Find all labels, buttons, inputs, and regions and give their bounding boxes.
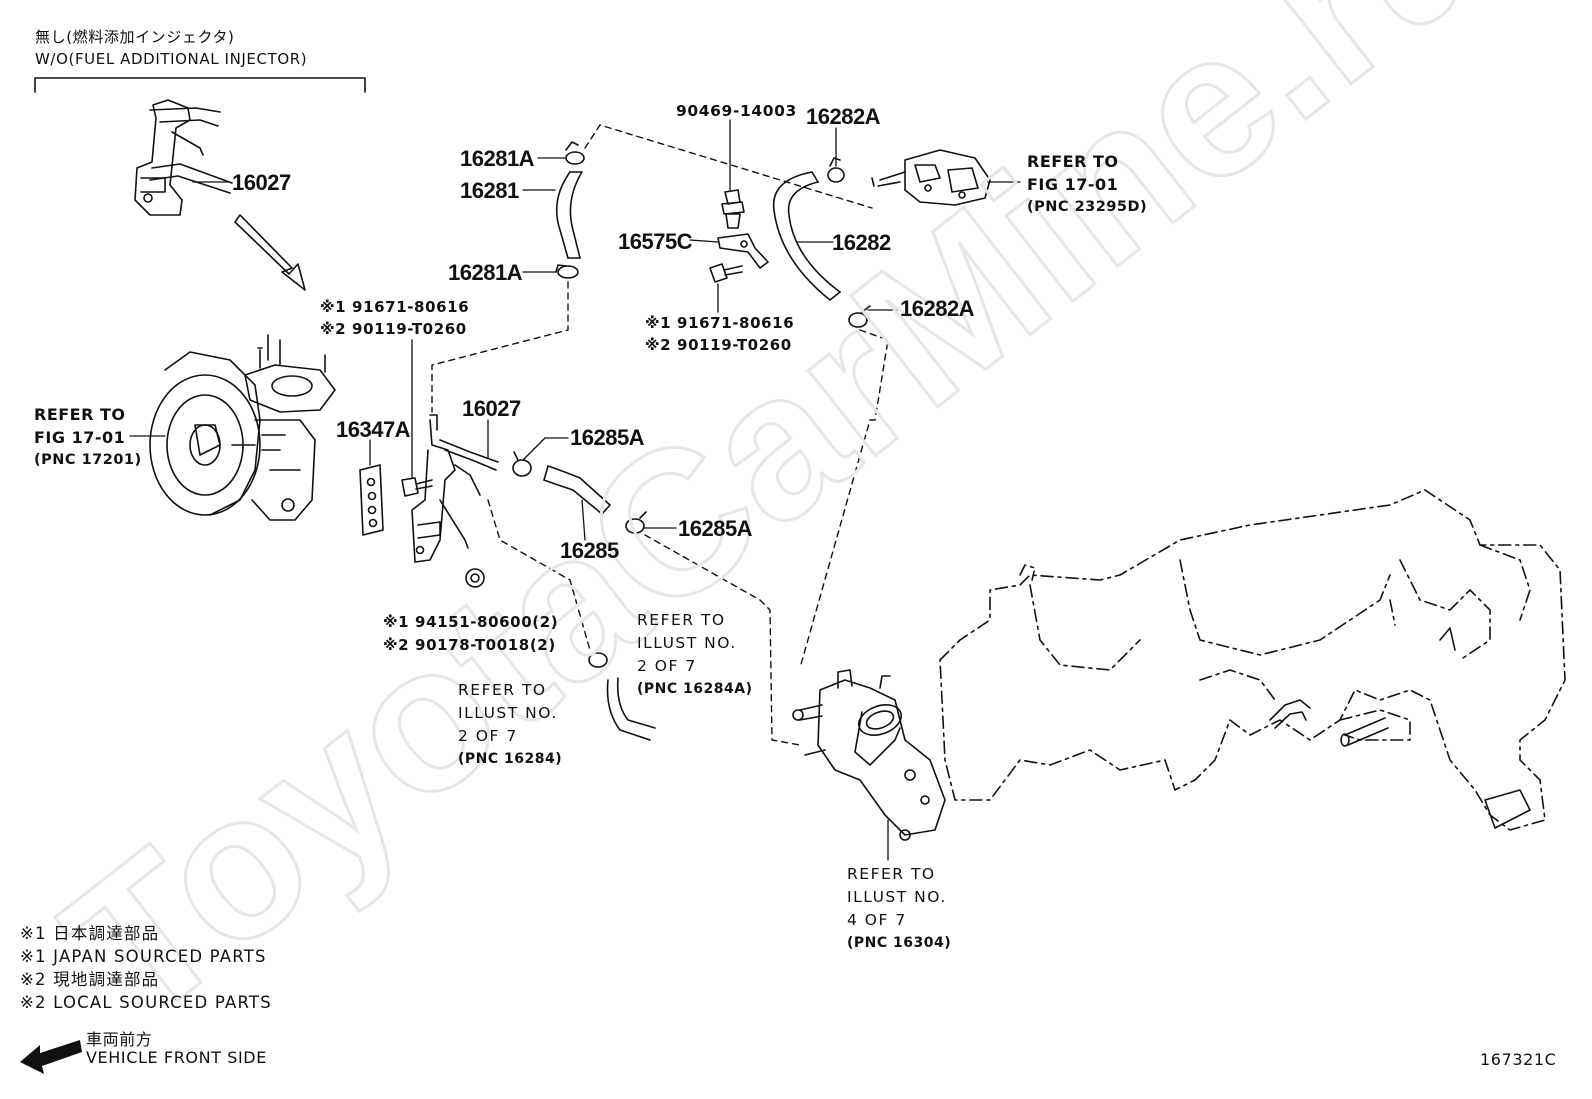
header-bracket [34, 77, 366, 93]
hose-16281 [555, 171, 583, 259]
engine-block-outline [939, 489, 1566, 831]
part-16281: 16281 [460, 178, 519, 203]
ref-illust-16284a: REFER TO ILLUST NO. 2 OF 7 (PNC 16284A) [637, 609, 752, 701]
pipe-bracket-16027-top [134, 99, 233, 216]
bolt-right-note-1: ※1 91671-80616 [645, 314, 795, 332]
ref-line: (PNC 16304) [847, 935, 952, 951]
legend-line-1: ※1 日本調達部品 [20, 924, 160, 943]
part-16281a-top: 16281A [460, 146, 535, 171]
nut-note-1: ※1 94151-80600(2) [383, 613, 559, 631]
ref-line: FIG 17-01 [34, 428, 126, 447]
legend-line-3: ※2 現地調達部品 [20, 970, 160, 989]
dashed-connections [431, 124, 889, 746]
bolt-left [401, 477, 433, 497]
clamp-16281a-top [565, 141, 585, 165]
ref-line: FIG 17-01 [1027, 175, 1119, 194]
bolt-right-note-2: ※2 90119-T0260 [645, 336, 792, 354]
component-23295d [871, 149, 991, 206]
clamp-16281a-mid [555, 264, 579, 279]
ref-line: (PNC 17201) [34, 452, 142, 468]
ref-line: ILLUST NO. [637, 634, 737, 652]
part-16575c: 16575C [618, 229, 693, 254]
ref-line: ILLUST NO. [847, 888, 947, 906]
bolt-left-note-1: ※1 91671-80616 [320, 298, 470, 316]
illustration-code: 167321C [1480, 1050, 1557, 1069]
part-16027-top: 16027 [232, 170, 291, 195]
legend-line-2: ※1 JAPAN SOURCED PARTS [20, 947, 267, 966]
ref-line: REFER TO [34, 405, 126, 424]
part-90469-14003: 90469-14003 [676, 102, 797, 120]
nut [465, 568, 485, 588]
ref-line: REFER TO [458, 681, 547, 699]
nut-note-2: ※2 90178-T0018(2) [383, 636, 556, 654]
part-16282: 16282 [832, 230, 891, 255]
valve-90469 [721, 189, 745, 229]
legend: ※1 日本調達部品 ※1 JAPAN SOURCED PARTS ※2 現地調達… [20, 922, 272, 1014]
part-16285a-top: 16285A [570, 425, 645, 450]
direction-arrow [234, 214, 306, 291]
ref-fig-17-01-right: REFER TO FIG 17-01 (PNC 23295D) [1027, 150, 1147, 219]
part-16281a-mid: 16281A [448, 260, 523, 285]
hose-16284 [588, 652, 656, 741]
ref-illust-16284: REFER TO ILLUST NO. 2 OF 7 (PNC 16284) [458, 679, 562, 771]
ref-line: REFER TO [1027, 152, 1119, 171]
legend-line-4: ※2 LOCAL SOURCED PARTS [20, 993, 272, 1012]
clamp-16285a-bottom [625, 511, 647, 534]
pipe-bracket-16027-mid [411, 414, 499, 563]
gasket-16347a [359, 464, 384, 536]
engine-detail-hoses [1269, 627, 1531, 829]
clamp-16282a-right [848, 305, 871, 328]
ref-line: REFER TO [847, 865, 936, 883]
ref-line: 2 OF 7 [458, 727, 518, 745]
vehicle-front-en: VEHICLE FRONT SIDE [86, 1048, 267, 1067]
ref-line: 2 OF 7 [637, 657, 697, 675]
watermark: ToyotaCarMine.ru [26, 0, 1528, 1065]
ref-line: REFER TO [637, 611, 726, 629]
part-16027-mid: 16027 [462, 396, 521, 421]
header-jp-title: 無し(燃料添加インジェクタ) [35, 28, 235, 46]
bolt-left-note-2: ※2 90119-T0260 [320, 320, 467, 338]
vehicle-front-arrow-icon [20, 1040, 82, 1074]
vehicle-front-jp: 車両前方 [86, 1030, 153, 1049]
ref-line: 4 OF 7 [847, 911, 907, 929]
clamp-16282a-top [827, 157, 845, 183]
ref-line: (PNC 16284A) [637, 681, 753, 697]
clamp-16285a-top [512, 451, 532, 477]
ref-line: (PNC 16284) [458, 751, 563, 767]
ref-line: ILLUST NO. [458, 704, 558, 722]
part-16282a-right: 16282A [900, 296, 975, 321]
part-16285a-bottom: 16285A [678, 516, 753, 541]
ref-illust-16304: REFER TO ILLUST NO. 4 OF 7 (PNC 16304) [847, 863, 951, 955]
leader-lines [129, 119, 1021, 861]
bracket-16575c [717, 233, 769, 269]
hose-16285 [543, 465, 611, 515]
water-outlet-16304 [792, 669, 946, 841]
ref-line: (PNC 23295D) [1027, 199, 1148, 215]
bolt-right [709, 263, 743, 283]
part-16285: 16285 [560, 538, 619, 563]
part-16282a-top: 16282A [806, 104, 881, 129]
vacuum-pump-assembly [149, 334, 336, 521]
header-en-title: W/O(FUEL ADDITIONAL INJECTOR) [35, 50, 308, 68]
part-16347a: 16347A [336, 417, 411, 442]
hose-16282 [772, 171, 841, 301]
ref-fig-17-01-left: REFER TO FIG 17-01 (PNC 17201) [34, 403, 142, 472]
